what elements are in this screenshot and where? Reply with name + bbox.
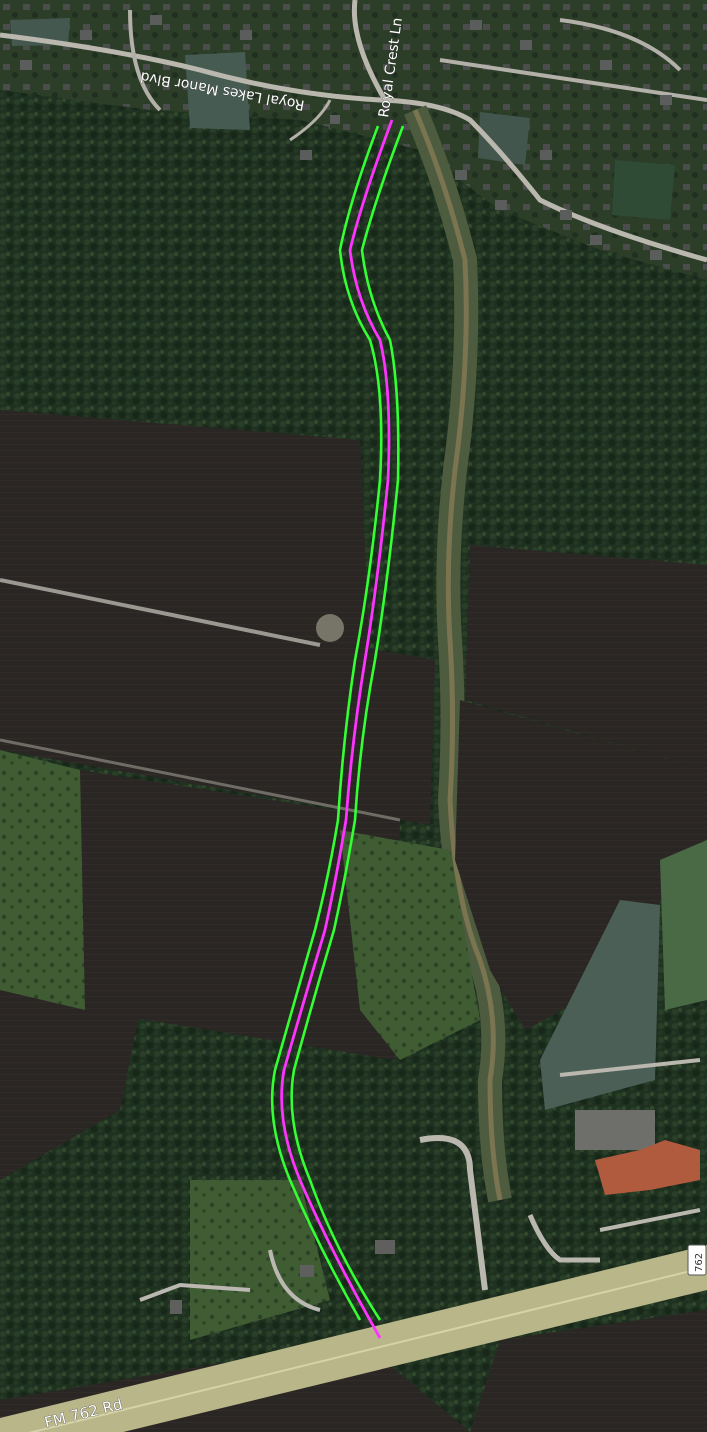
detention-pond: [540, 900, 660, 1110]
route-shield-762: 762: [687, 1244, 707, 1276]
pipeline-centerline: [280, 119, 394, 1339]
farm-road: [0, 578, 321, 647]
access-road: [527, 1214, 600, 1263]
crop-field: [0, 590, 435, 825]
driveway: [139, 1249, 321, 1312]
highway-fm762: [0, 1245, 707, 1432]
road-royal-crest: [351, 0, 388, 102]
access-road: [419, 1135, 488, 1291]
crop-field: [0, 980, 140, 1180]
crop-field: [470, 1310, 707, 1432]
crop-field: [455, 700, 707, 1030]
farm-yard: [316, 614, 344, 642]
farm-road: [0, 738, 401, 822]
road: [289, 99, 332, 142]
crop-field: [80, 770, 400, 1060]
highway-median: [28, 1266, 707, 1432]
pipeline-buffer-east: [290, 125, 405, 1321]
creek: [412, 109, 503, 1201]
meadow: [340, 830, 480, 1060]
access-road: [559, 1058, 701, 1232]
pipeline-buffer-west: [270, 125, 383, 1321]
parking-lot: [575, 1110, 655, 1150]
crop-field: [465, 545, 707, 770]
road: [559, 18, 682, 72]
grass-area: [660, 840, 707, 1010]
pond: [612, 160, 675, 220]
road: [439, 58, 707, 102]
meadow: [0, 750, 85, 1010]
house: [375, 1240, 395, 1254]
house: [170, 1300, 182, 1314]
building-roof: [595, 1140, 700, 1195]
pond: [478, 112, 530, 165]
houses: [20, 15, 672, 260]
house: [300, 1265, 314, 1277]
residential-area: [0, 0, 707, 280]
road: [128, 9, 162, 112]
svg-text:762: 762: [694, 1253, 705, 1272]
